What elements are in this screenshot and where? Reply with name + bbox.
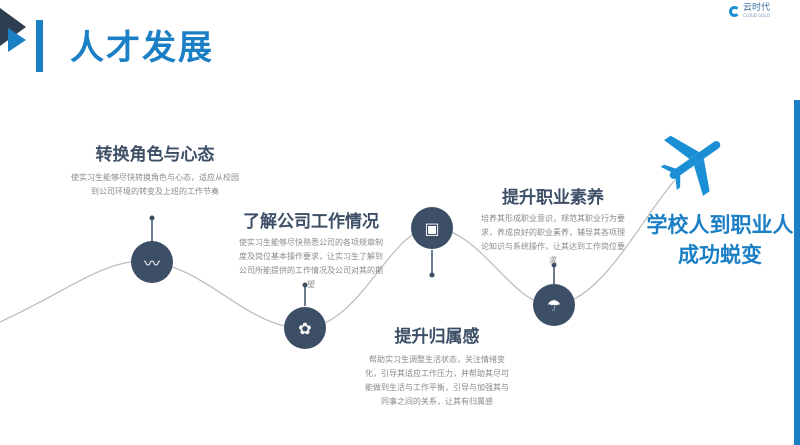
step-1: 转换角色与心态 使实习生能够尽快转换角色与心态，适应从校园到公司环境的转变及上班…	[70, 140, 240, 199]
header-triangle-icon	[0, 8, 26, 46]
logo-icon	[728, 5, 740, 17]
step-desc: 培养其形成职业意识，规范其职业行为要求，养成良好的职业素养，辅导其各项理论知识与…	[481, 214, 625, 265]
step-title: 提升归属感	[394, 327, 480, 347]
logo-text: 云时代	[742, 3, 770, 13]
page-title: 人才发展	[70, 28, 214, 68]
airplane-icon	[660, 135, 721, 196]
step-title: 了解公司工作情况	[243, 212, 379, 232]
photos-icon: ▣	[411, 207, 453, 249]
step-2: 了解公司工作情况 使实习生能够尽快熟悉公司的各项规章制度及岗位基本操作要求，让实…	[236, 207, 386, 292]
umbrella-icon: ☂	[533, 284, 575, 326]
goal-line-2: 成功蜕变	[678, 243, 762, 267]
step-desc: 使实习生能够尽快转换角色与心态，适应从校园到公司环境的转变及上班的工作节奏	[71, 173, 239, 196]
palette-icon: ✿	[284, 307, 326, 349]
trend-icon: 〰	[131, 241, 173, 283]
logo-subtext: CLOUD GOLD	[742, 13, 770, 18]
step-3: 提升归属感 帮助实习生调整生活状态，关注情绪变化，引导其适应工作压力，并帮助其尽…	[362, 322, 512, 409]
step-4: 提升职业素养 培养其形成职业意识，规范其职业行为要求，养成良好的职业素养，辅导其…	[478, 183, 628, 268]
goal-text: 学校人到职业人 成功蜕变	[640, 210, 800, 270]
step-title: 转换角色与心态	[95, 145, 215, 165]
step-title: 提升职业素养	[502, 188, 604, 208]
step-desc: 使实习生能够尽快熟悉公司的各项规章制度及岗位基本操作要求，让实习生了解到公司所能…	[239, 238, 383, 289]
right-accent-bar	[794, 100, 800, 445]
step-desc: 帮助实习生调整生活状态，关注情绪变化，引导其适应工作压力，并帮助其尽可能做到生活…	[365, 355, 509, 406]
goal-line-1: 学校人到职业人	[646, 213, 794, 237]
